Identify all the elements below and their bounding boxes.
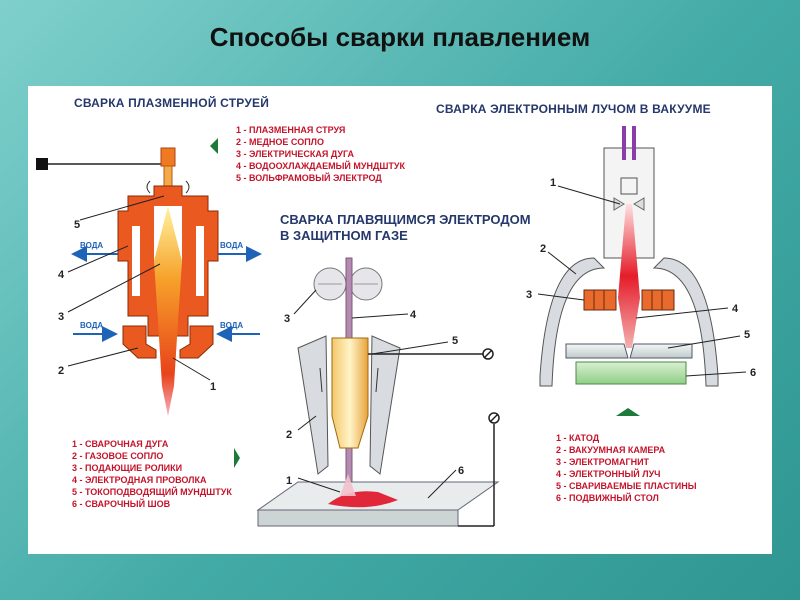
gas-num-3: 3 [284,313,290,325]
plasma-legend-item: 5 - ВОЛЬФРАМОВЫЙ ЭЛЕКТРОД [236,173,382,183]
green-marker-2 [234,448,240,468]
gas-heading-line2: В ЗАЩИТНОМ ГАЗЕ [280,228,408,243]
gas-heading: СВАРКА ПЛАВЯЩИМСЯ ЭЛЕКТРОДОМ В ЗАЩИТНОМ … [280,212,531,244]
plasma-num-3: 3 [58,311,64,323]
gas-legend: 1 - СВАРОЧНАЯ ДУГА 2 - ГАЗОВОЕ СОПЛО 3 -… [72,438,232,510]
electron-legend-item: 6 - ПОДВИЖНЫЙ СТОЛ [556,493,659,503]
water-label-3: ВОДА [80,321,103,330]
electron-beam-drawing [537,126,747,387]
electron-num-6: 6 [750,367,756,379]
electron-legend-item: 1 - КАТОД [556,433,600,443]
plasma-torch-drawing [36,147,262,416]
green-marker-1 [210,138,218,154]
electron-num-2: 2 [540,243,546,255]
electron-num-1: 1 [550,177,556,189]
plasma-legend-item: 1 - ПЛАЗМЕННАЯ СТРУЯ [236,125,346,135]
diagram-svg: 5 4 3 2 1 ВОДА ВОДА ВОДА ВОДА [36,126,756,527]
plasma-legend: 1 - ПЛАЗМЕННАЯ СТРУЯ 2 - МЕДНОЕ СОПЛО 3 … [236,124,405,184]
gas-num-6: 6 [458,465,464,477]
plasma-num-2: 2 [58,365,64,377]
gas-num-2: 2 [286,429,292,441]
gas-legend-item: 1 - СВАРОЧНАЯ ДУГА [72,439,169,449]
gas-legend-item: 3 - ПОДАЮЩИЕ РОЛИКИ [72,463,183,473]
electron-legend: 1 - КАТОД 2 - ВАКУУМНАЯ КАМЕРА 3 - ЭЛЕКТ… [556,432,697,504]
gas-welding-drawing [256,257,500,527]
electron-num-3: 3 [526,289,532,301]
electron-num-5: 5 [744,329,750,341]
gas-num-5: 5 [452,335,458,347]
plasma-heading: СВАРКА ПЛАЗМЕННОЙ СТРУЕЙ [74,96,270,110]
plasma-num-5: 5 [74,219,80,231]
electron-legend-item: 3 - ЭЛЕКТРОМАГНИТ [556,457,650,467]
plasma-legend-item: 3 - ЭЛЕКТРИЧЕСКАЯ ДУГА [236,149,355,159]
green-marker-3 [616,408,640,416]
electron-legend-item: 4 - ЭЛЕКТРОННЫЙ ЛУЧ [556,469,661,479]
gas-heading-line1: СВАРКА ПЛАВЯЩИМСЯ ЭЛЕКТРОДОМ [280,212,531,227]
gas-legend-item: 5 - ТОКОПОДВОДЯЩИЙ МУНДШТУК [72,487,232,497]
water-label-4: ВОДА [220,321,243,330]
electron-legend-item: 2 - ВАКУУМНАЯ КАМЕРА [556,445,666,455]
electron-legend-item: 5 - СВАРИВАЕМЫЕ ПЛАСТИНЫ [556,481,697,491]
slide-title: Способы сварки плавлением [209,22,591,52]
plasma-legend-item: 2 - МЕДНОЕ СОПЛО [236,137,324,147]
water-label-1: ВОДА [80,241,103,250]
electron-num-4: 4 [732,303,739,315]
gas-legend-item: 2 - ГАЗОВОЕ СОПЛО [72,451,164,461]
plasma-num-4: 4 [58,269,65,281]
gas-num-4: 4 [410,309,417,321]
plasma-num-1: 1 [210,381,216,393]
gas-legend-item: 4 - ЭЛЕКТРОДНАЯ ПРОВОЛКА [72,475,207,485]
diagram-panel: 5 4 3 2 1 ВОДА ВОДА ВОДА ВОДА [28,86,772,554]
plasma-legend-item: 4 - ВОДООХЛАЖДАЕМЫЙ МУНДШТУК [236,161,406,171]
gas-legend-item: 6 - СВАРОЧНЫЙ ШОВ [72,499,171,509]
power-terminal [36,158,48,170]
gas-num-1: 1 [286,475,292,487]
electron-heading: СВАРКА ЭЛЕКТРОННЫМ ЛУЧОМ В ВАКУУМЕ [436,102,711,116]
water-label-2: ВОДА [220,241,243,250]
